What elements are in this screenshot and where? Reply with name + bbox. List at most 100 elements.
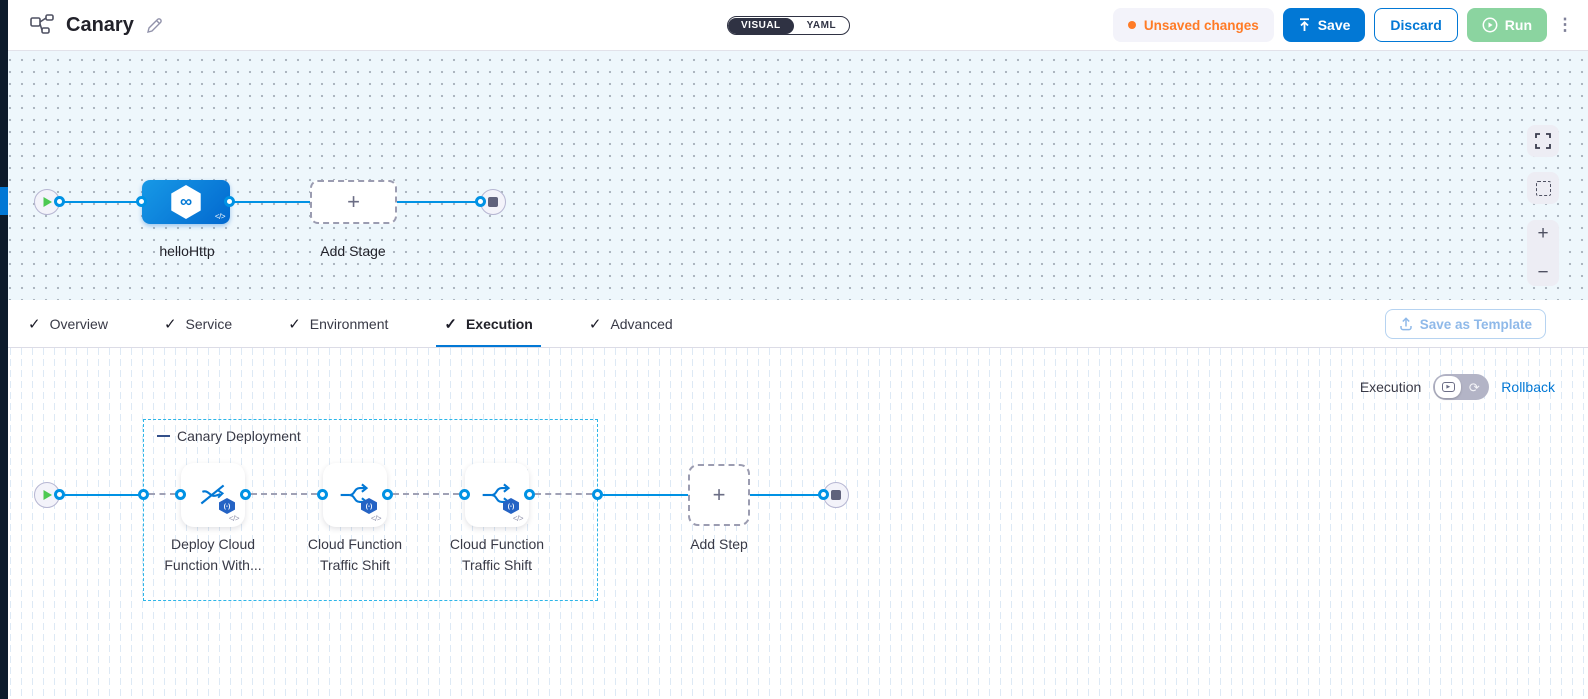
node-port[interactable] xyxy=(175,489,186,500)
rollback-circle-icon: ⟳ xyxy=(1468,379,1480,395)
execution-graph-canvas[interactable]: Execution ▶ ⟳ Rollback xyxy=(0,348,1588,699)
canary-deployment-group[interactable] xyxy=(143,419,598,601)
execution-rollback-toggle[interactable]: ▶ ⟳ xyxy=(1433,374,1490,400)
edit-title-button[interactable] xyxy=(144,14,166,36)
tab-label: Overview xyxy=(49,315,108,332)
stage-label: helloHttp xyxy=(159,243,215,259)
stop-square-icon xyxy=(488,197,498,207)
collapsed-sidebar[interactable] xyxy=(0,0,8,699)
stop-square-icon xyxy=(831,490,841,500)
execution-view-icon: ▶ xyxy=(1441,382,1455,392)
dashed-connector xyxy=(251,493,317,495)
stage-graph-canvas[interactable]: ∞ </> helloHttp + Add Stage + − xyxy=(0,50,1588,300)
check-icon: ✓ xyxy=(163,315,177,333)
group-label: Canary Deployment xyxy=(177,428,301,444)
add-step-button[interactable]: + xyxy=(688,464,750,526)
step-label: Cloud Function Traffic Shift xyxy=(307,536,403,573)
group-port[interactable] xyxy=(592,489,603,500)
save-label: Save xyxy=(1317,17,1351,33)
stage-config-tabbar: ✓ Overview ✓ Service ✓ Environment ✓ Exe… xyxy=(0,300,1588,348)
yaml-mode-button[interactable]: YAML xyxy=(794,18,849,34)
tab-environment[interactable]: ✓ Environment xyxy=(288,300,388,347)
pipeline-header: Canary VISUAL YAML Unsaved changes Save xyxy=(0,0,1588,50)
header-actions: Unsaved changes Save Discard Run ⋮ xyxy=(1112,8,1574,42)
plus-icon: + xyxy=(347,189,360,214)
infinity-glyph: ∞ xyxy=(179,192,193,211)
connector-line xyxy=(750,494,824,496)
node-port[interactable] xyxy=(136,196,147,207)
zoom-widget: + − xyxy=(1527,220,1559,286)
group-port[interactable] xyxy=(138,489,149,500)
node-port[interactable] xyxy=(224,196,235,207)
visual-mode-button[interactable]: VISUAL xyxy=(728,17,794,34)
rollback-view-button[interactable]: ⟳ xyxy=(1461,376,1487,398)
node-port[interactable] xyxy=(54,196,65,207)
dashed-connector xyxy=(535,493,592,495)
tab-label: Environment xyxy=(309,315,389,332)
node-port[interactable] xyxy=(475,196,486,207)
selection-mode-button[interactable] xyxy=(1527,172,1559,204)
node-port[interactable] xyxy=(54,489,65,500)
stage-node-hellohttp[interactable]: ∞ </> xyxy=(142,180,230,224)
tab-advanced[interactable]: ✓ Advanced xyxy=(589,300,673,347)
fullscreen-button[interactable] xyxy=(1527,125,1559,157)
check-icon: ✓ xyxy=(28,315,41,333)
zoom-in-button[interactable]: + xyxy=(1537,223,1549,244)
check-icon: ✓ xyxy=(288,315,301,333)
execution-view-button[interactable]: ▶ xyxy=(1435,376,1462,398)
gcp-function-badge-icon: (-) xyxy=(503,498,519,514)
visual-yaml-toggle: VISUAL YAML xyxy=(727,16,851,35)
add-step-label: Add Step xyxy=(690,536,748,552)
node-port[interactable] xyxy=(317,489,328,500)
node-port[interactable] xyxy=(459,489,470,500)
connector-line xyxy=(603,494,688,496)
run-button[interactable]: Run xyxy=(1466,8,1547,42)
start-play-icon xyxy=(43,490,52,500)
tab-label: Service xyxy=(185,315,233,332)
add-stage-button[interactable]: + xyxy=(310,180,397,224)
gcp-function-badge-icon: (-) xyxy=(361,498,377,514)
execution-mode-label: Execution xyxy=(1359,379,1422,395)
group-label-row: Canary Deployment xyxy=(157,428,301,444)
step-label: Cloud Function Traffic Shift xyxy=(449,536,545,573)
discard-label: Discard xyxy=(1390,17,1442,33)
group-collapse-dash-icon[interactable] xyxy=(157,434,170,438)
step-traffic-shift-2[interactable]: (-) </> xyxy=(465,463,529,527)
template-upload-icon xyxy=(1399,317,1412,331)
rollback-link[interactable]: Rollback xyxy=(1501,379,1555,395)
tab-label: Execution xyxy=(465,315,533,332)
node-port[interactable] xyxy=(240,489,251,500)
zoom-out-button[interactable]: − xyxy=(1537,262,1549,283)
tab-overview[interactable]: ✓ Overview xyxy=(28,300,108,347)
unsaved-dot-icon xyxy=(1127,21,1136,29)
save-button[interactable]: Save xyxy=(1282,8,1366,42)
fullscreen-icon xyxy=(1535,133,1551,149)
connector-line xyxy=(397,201,481,203)
pencil-icon xyxy=(147,17,163,33)
execution-start-node[interactable] xyxy=(34,482,60,508)
save-as-template-label: Save as Template xyxy=(1419,316,1532,332)
node-port[interactable] xyxy=(382,489,393,500)
check-icon: ✓ xyxy=(588,315,602,333)
step-deploy-cloud-function[interactable]: (-) </> xyxy=(181,463,245,527)
execution-end-node[interactable] xyxy=(823,482,849,508)
tab-service[interactable]: ✓ Service xyxy=(164,300,232,347)
run-play-icon xyxy=(1482,17,1498,33)
pipeline-end-node[interactable] xyxy=(480,189,506,215)
node-port[interactable] xyxy=(524,489,535,500)
connector-line xyxy=(230,201,310,203)
node-port[interactable] xyxy=(818,489,829,500)
discard-button[interactable]: Discard xyxy=(1374,8,1458,42)
save-as-template-button[interactable]: Save as Template xyxy=(1384,309,1546,339)
code-icon: </> xyxy=(228,514,240,523)
unsaved-changes-badge: Unsaved changes xyxy=(1112,8,1274,42)
step-traffic-shift-1[interactable]: (-) </> xyxy=(323,463,387,527)
step-label: Deploy Cloud Function With... xyxy=(164,536,262,573)
dashed-connector xyxy=(149,493,176,495)
more-options-button[interactable]: ⋮ xyxy=(1556,15,1574,35)
pipeline-icon xyxy=(30,14,54,34)
execution-rollback-bar: Execution ▶ ⟳ Rollback xyxy=(1360,374,1555,400)
add-stage-label: Add Stage xyxy=(320,243,386,259)
tab-execution[interactable]: ✓ Execution xyxy=(436,300,542,347)
